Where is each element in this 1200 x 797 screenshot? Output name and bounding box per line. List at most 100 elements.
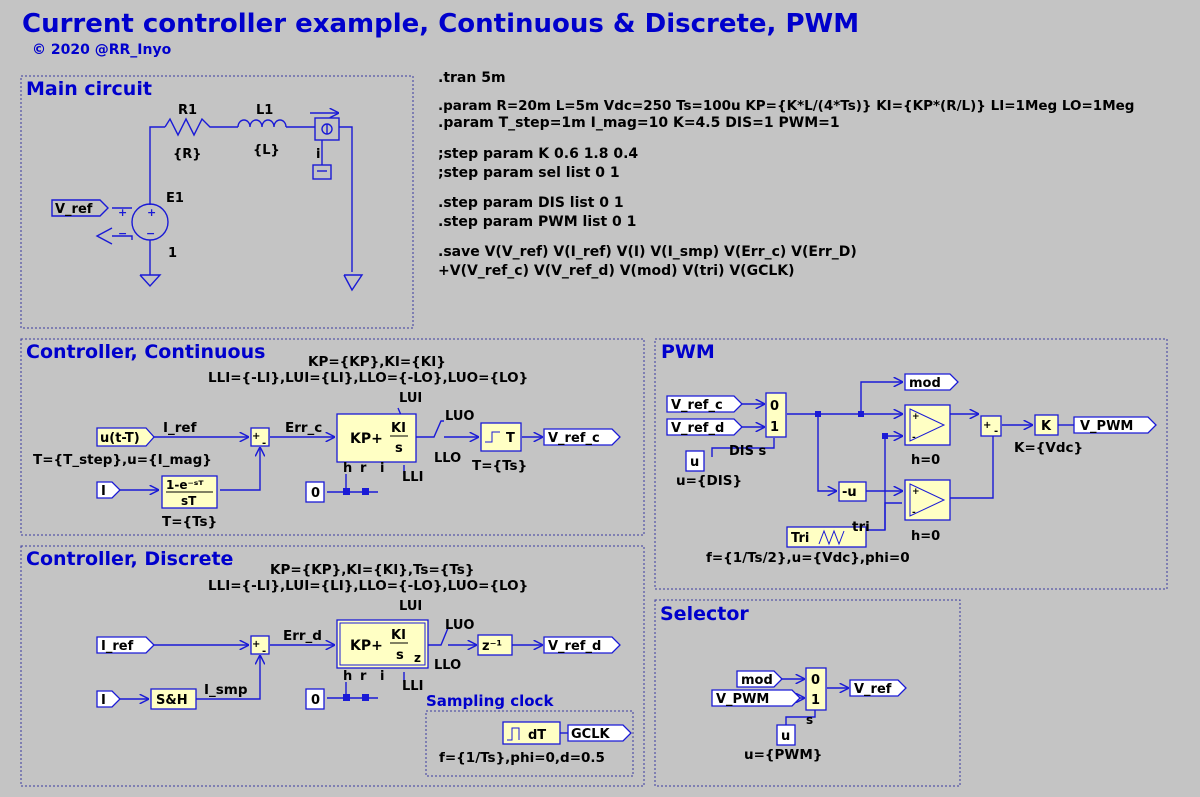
continuous-controller: KP={KP},KI={KI} LLI={-LI},LUI={LI},LLO={… [33, 354, 621, 530]
discrete-controller: KP={KP},KI={KI},Ts={Ts} LLI={-LI},LUI={L… [96, 562, 632, 766]
cont-pi-block[interactable] [336, 413, 417, 463]
main-circuit-frame [20, 75, 414, 329]
comparator-2[interactable] [904, 479, 951, 521]
pwm-dis-s: DIS s [729, 444, 767, 459]
svg-text:-: - [912, 433, 916, 443]
e1-label: E1 [166, 191, 184, 206]
pwm-mux-1: 1 [770, 420, 779, 435]
selector-frame [654, 599, 961, 787]
cont-h: h [343, 461, 352, 476]
lpf-numerator: 1-e⁻ˢᵀ [166, 478, 204, 492]
sel-u-source[interactable] [776, 724, 796, 746]
cont-pi-s: s [395, 441, 403, 456]
pwm-summer[interactable] [980, 415, 1002, 437]
cont-out-port[interactable] [543, 428, 621, 446]
disc-zero-label: 0 [311, 693, 320, 708]
main-circuit-label: Main circuit [26, 78, 152, 100]
page-title: Current controller example, Continuous &… [22, 9, 859, 39]
sel-mux[interactable] [805, 667, 827, 711]
sel-mux-1: 1 [811, 693, 820, 708]
pwm-u-source[interactable] [685, 450, 705, 472]
sel-mod-port[interactable] [736, 670, 783, 688]
pwm-u-param: u={DIS} [676, 473, 742, 489]
step-source-params: T={T_step},u={I_mag} [33, 452, 212, 468]
disc-err-label: Err_d [283, 628, 322, 644]
vpwm-port[interactable] [1073, 416, 1157, 434]
resistor-r1 [164, 117, 238, 137]
disc-pi-block[interactable] [336, 619, 429, 669]
gain-block[interactable] [1034, 414, 1059, 436]
sel-out-port[interactable] [849, 679, 907, 697]
vpwm-label: V_PWM [1080, 419, 1133, 434]
directive-param-1: .param R=20m L=5m Vdc=250 Ts=100u KP={K*… [438, 98, 1134, 114]
step-source-label: u(t-T) [100, 431, 140, 446]
disc-luo: LUO [445, 618, 474, 633]
cont-params-1: KP={KP},KI={KI} [308, 354, 446, 370]
r1-value: {R} [173, 147, 202, 162]
e1-gain: 1 [168, 246, 177, 261]
sel-vpwm-label: V_PWM [716, 692, 769, 707]
pwm-mux[interactable] [765, 392, 787, 438]
tri-net-label: tri [852, 519, 870, 535]
cont-zero-label: 0 [311, 486, 320, 501]
sel-u-param: u={PWM} [744, 747, 822, 763]
delay-block[interactable] [480, 422, 522, 452]
comparator-1[interactable] [904, 404, 951, 446]
svg-text:-: - [912, 508, 916, 518]
comparator-2-h: h=0 [911, 529, 940, 544]
cont-i-port[interactable] [96, 481, 121, 499]
step-source[interactable] [96, 427, 155, 447]
comparator-1-h: h=0 [911, 453, 940, 468]
negation-block[interactable] [838, 481, 867, 502]
sample-hold-block[interactable] [150, 688, 197, 710]
lpf-param: T={Ts} [162, 514, 217, 530]
disc-llo: LLO [434, 658, 461, 673]
sample-hold-label: S&H [156, 693, 188, 708]
sel-u-label: u [781, 729, 790, 744]
lpf-denominator: sT [181, 494, 197, 508]
svg-text:+: + [912, 487, 920, 497]
pwm-in1-port[interactable] [666, 395, 743, 413]
directive-tran: .tran 5m [438, 70, 506, 86]
disc-pi-kp: KP+ [350, 638, 383, 654]
svg-text:+: + [252, 639, 260, 650]
cont-luo: LUO [445, 409, 474, 424]
disc-h: h [343, 669, 352, 684]
svg-text:+: + [252, 431, 260, 442]
disc-out-port[interactable] [543, 636, 621, 654]
disc-iref-label: I_ref [101, 639, 134, 654]
disc-pi-s: s [396, 648, 404, 663]
mod-port[interactable] [904, 373, 959, 391]
disc-zero-source[interactable] [305, 688, 325, 710]
negation-label: -u [842, 485, 857, 500]
ground-arrow [95, 227, 113, 245]
disc-iref-port[interactable] [96, 636, 155, 654]
inductor-l1 [237, 119, 287, 128]
unit-delay-label: z⁻¹ [482, 639, 502, 654]
pwm-u-label: u [690, 455, 699, 470]
l1-value: {L} [253, 143, 280, 158]
e1-plus: + [147, 206, 156, 219]
disc-params-1: KP={KP},KI={KI},Ts={Ts} [270, 562, 474, 578]
current-probe [314, 117, 340, 141]
disc-summer[interactable] [250, 635, 270, 655]
cont-i: i [380, 461, 384, 476]
cont-zero-source[interactable] [305, 481, 325, 503]
sel-vpwm-port[interactable] [711, 689, 801, 707]
cont-lli: LLI [402, 470, 423, 485]
directive-param-2: .param T_step=1m I_mag=10 K=4.5 DIS=1 PW… [438, 115, 840, 131]
delay-param: T={Ts} [472, 458, 527, 474]
disc-pi-ki: KI [391, 628, 406, 643]
cont-r: r [360, 461, 367, 476]
unit-delay-block[interactable] [477, 634, 513, 656]
pwm-label: PWM [661, 341, 715, 363]
cont-summer[interactable] [250, 427, 270, 447]
pwm-in2-port[interactable] [666, 418, 743, 436]
l1-label: L1 [256, 103, 273, 118]
main-circuit [95, 113, 364, 292]
disc-out-label: V_ref_d [548, 639, 601, 654]
disc-i-port[interactable] [96, 690, 121, 708]
gclk-port[interactable] [567, 724, 632, 742]
vref-port[interactable] [51, 199, 109, 217]
